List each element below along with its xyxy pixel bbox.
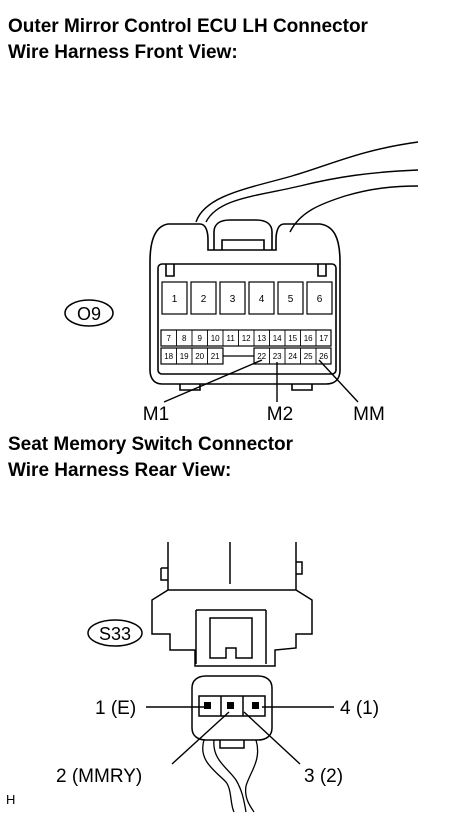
connector1-wire-harness [195, 141, 419, 233]
connector1-title-line2: Wire Harness Front View: [8, 42, 238, 63]
pin1-marker [204, 702, 211, 709]
connector1-leader-lines [163, 359, 359, 403]
label-pin3: 3 (2) [304, 766, 343, 787]
pin-cell: 3 [219, 281, 246, 315]
pin-number: 4 [259, 294, 265, 305]
pin-number: 2 [201, 294, 207, 305]
pin-number: 13 [257, 334, 266, 343]
label-m2: M2 [267, 404, 293, 425]
pin-number: 11 [227, 334, 236, 343]
label-pin4: 4 (1) [340, 698, 379, 719]
pin-number: 25 [304, 352, 313, 361]
pin-cell: 2 [190, 281, 217, 315]
pin-cell: 1 [161, 281, 188, 315]
connector2-wires [202, 739, 259, 813]
pin4-marker [252, 702, 259, 709]
pin-number: 19 [180, 352, 189, 361]
connector2-title-line1: Seat Memory Switch Connector [8, 434, 294, 455]
connector1-pin-row-3: 18 19 20 21 22 23 24 25 26 [160, 347, 332, 365]
connector2-code: S33 [99, 624, 131, 644]
label-m1: M1 [143, 404, 169, 425]
connector2-code-badge: S33 [87, 619, 143, 647]
pin-number: 24 [288, 352, 297, 361]
label-pin2: 2 (MMRY) [56, 766, 142, 787]
pin-number: 20 [195, 352, 204, 361]
pin-number: 15 [288, 334, 297, 343]
pin-cell: 6 [306, 281, 333, 315]
connector2-title-line2: Wire Harness Rear View: [8, 460, 232, 481]
pin-number: 22 [257, 352, 266, 361]
connector1-code: O9 [77, 304, 101, 324]
pin-number: 12 [242, 334, 251, 343]
pin-number: 26 [319, 352, 328, 361]
pin-number: 6 [317, 294, 323, 305]
pin-number: 7 [166, 334, 171, 343]
label-mm: MM [353, 404, 385, 425]
pin-number: 21 [211, 352, 220, 361]
footer-mark: H [6, 792, 15, 807]
pin-cell: 5 [277, 281, 304, 315]
connector1-top-pin-row: 1 2 3 4 5 6 [161, 281, 333, 315]
connector2-title: Seat Memory Switch Connector Wire Harnes… [8, 432, 293, 484]
connector1-title: Outer Mirror Control ECU LH Connector Wi… [8, 14, 368, 66]
connector1-title-line1: Outer Mirror Control ECU LH Connector [8, 16, 368, 37]
pin-number: 23 [273, 352, 282, 361]
connector2-body [151, 542, 313, 667]
pin-number: 5 [288, 294, 294, 305]
connector1-code-badge: O9 [64, 299, 114, 327]
pin-number: 14 [273, 334, 282, 343]
label-pin1: 1 (E) [95, 698, 136, 719]
pin-number: 8 [182, 334, 187, 343]
pin-number: 17 [319, 334, 328, 343]
connector2-plug [191, 675, 273, 749]
pin-number: 16 [304, 334, 313, 343]
pin-number: 9 [197, 334, 202, 343]
pin-number: 1 [172, 294, 178, 305]
connector2-leader-lines [146, 706, 334, 765]
connector1-pin-row-2: 7 8 9 10 11 12 13 14 15 16 17 [160, 329, 332, 347]
pin-number: 3 [230, 294, 236, 305]
pin2-marker [227, 702, 234, 709]
pin-number: 18 [164, 352, 173, 361]
pin-number: 10 [211, 334, 220, 343]
pin-cell: 4 [248, 281, 275, 315]
